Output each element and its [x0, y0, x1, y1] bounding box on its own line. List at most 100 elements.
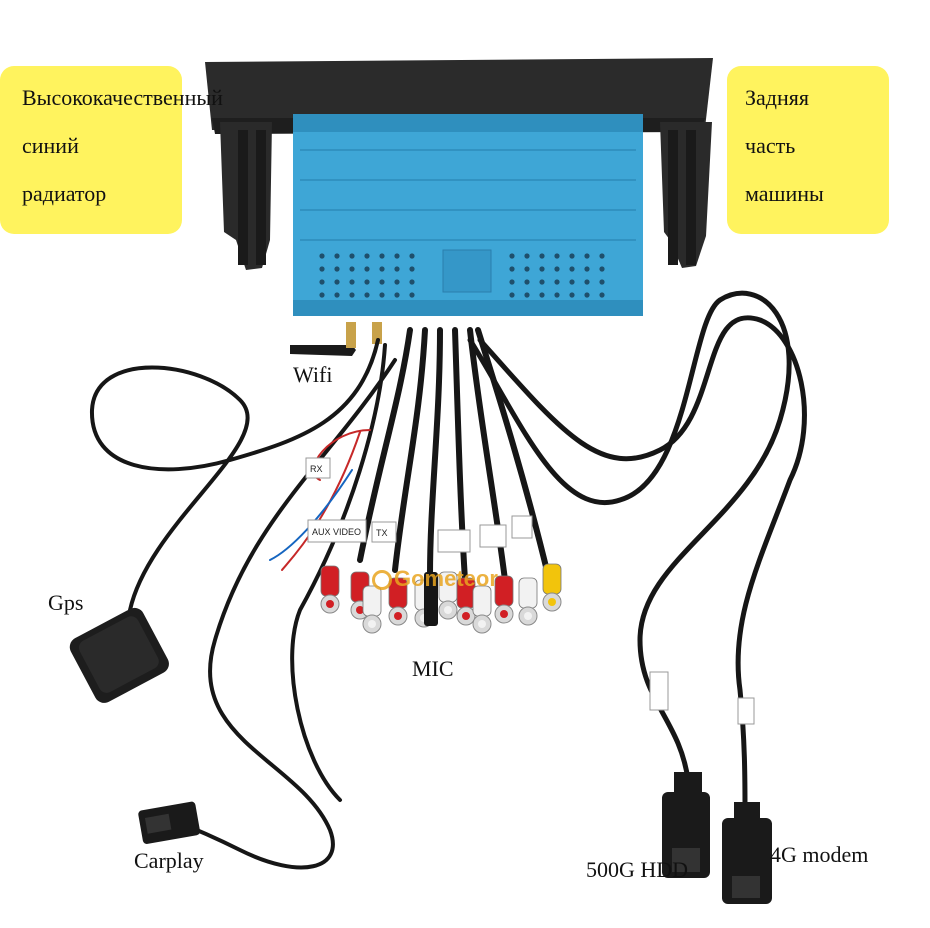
- vent-hole: [569, 292, 575, 298]
- mic-plug: [424, 572, 438, 626]
- vent-hole: [584, 292, 590, 298]
- tag-tx: TX: [376, 528, 388, 538]
- vent-hole: [569, 253, 575, 259]
- vent-hole: [349, 253, 355, 259]
- vent-hole: [539, 292, 545, 298]
- rca-plug-socket: [478, 620, 486, 628]
- vent-hole: [394, 292, 400, 298]
- vent-hole: [569, 266, 575, 272]
- wifi-antenna: [290, 322, 382, 356]
- vent-hole: [364, 279, 370, 285]
- rca-plug-socket: [462, 612, 470, 620]
- modem-label: 4G modem: [770, 842, 869, 867]
- vent-hole: [539, 279, 545, 285]
- rca-plug-socket: [356, 606, 364, 614]
- cable-bundle: [89, 290, 807, 870]
- hdd-label: 500G HDD: [586, 857, 689, 882]
- rca-plug-body: [518, 577, 538, 609]
- vent-hole: [599, 279, 605, 285]
- vent-hole: [409, 266, 415, 272]
- tag-aux: AUX VIDEO: [312, 527, 361, 537]
- vent-hole: [349, 279, 355, 285]
- vent-hole: [539, 266, 545, 272]
- rca-plug-socket: [524, 612, 532, 620]
- hdd-usb-connector: [662, 772, 710, 878]
- vent-hole: [379, 279, 385, 285]
- vent-hole: [599, 292, 605, 298]
- rear-callout-line-3: машины: [745, 181, 824, 206]
- vent-hole: [334, 266, 340, 272]
- vent-hole: [509, 266, 515, 272]
- vent-hole: [409, 279, 415, 285]
- vent-hole: [319, 279, 325, 285]
- vent-hole: [319, 253, 325, 259]
- vent-hole: [364, 266, 370, 272]
- vent-hole: [409, 253, 415, 259]
- gps-antenna: [69, 607, 169, 703]
- tag-rx: RX: [310, 464, 323, 474]
- vent-hole: [584, 253, 590, 259]
- blue-heatsink: [293, 114, 643, 316]
- wire-tags: RX TX AUX VIDEO: [305, 457, 755, 725]
- vent-hole: [334, 292, 340, 298]
- vent-hole: [349, 266, 355, 272]
- vent-hole: [554, 253, 560, 259]
- vent-hole: [334, 253, 340, 259]
- vent-hole: [379, 253, 385, 259]
- vent-hole: [599, 253, 605, 259]
- watermark: Gometeor: [372, 566, 498, 592]
- vent-hole: [319, 292, 325, 298]
- vent-hole: [509, 292, 515, 298]
- vent-hole: [524, 292, 530, 298]
- vent-hole: [394, 279, 400, 285]
- vent-hole: [554, 292, 560, 298]
- rca-plug-socket: [548, 598, 556, 606]
- rear-callout: Задняя часть машины: [727, 66, 889, 234]
- vent-hole: [554, 266, 560, 272]
- gps-label: Gps: [48, 590, 84, 615]
- modem-usb-connector: [722, 802, 772, 904]
- heatsink-callout-line-3: радиатор: [22, 181, 107, 206]
- vent-hole: [409, 292, 415, 298]
- vent-hole: [524, 266, 530, 272]
- vent-hole: [584, 279, 590, 285]
- heatsink-callout-line-2: синий: [22, 133, 79, 158]
- vent-hole: [524, 253, 530, 259]
- mic-label: MIC: [412, 656, 454, 681]
- vent-hole: [379, 266, 385, 272]
- vent-hole: [319, 266, 325, 272]
- vent-hole: [379, 292, 385, 298]
- vent-hole: [394, 253, 400, 259]
- rca-plug-socket: [500, 610, 508, 618]
- heatsink-callout: Высококачественный синий радиатор: [0, 66, 223, 234]
- vent-hole: [524, 279, 530, 285]
- vent-hole: [364, 253, 370, 259]
- rca-plug-socket: [444, 606, 452, 614]
- vent-hole: [364, 292, 370, 298]
- vent-hole: [334, 279, 340, 285]
- heatsink-callout-line-1: Высококачественный: [22, 85, 223, 110]
- vent-hole: [349, 292, 355, 298]
- vent-hole: [569, 279, 575, 285]
- rca-plug-socket: [326, 600, 334, 608]
- vent-hole: [509, 279, 515, 285]
- vent-hole: [539, 253, 545, 259]
- rca-connectors: [320, 563, 562, 634]
- vent-hole: [599, 266, 605, 272]
- watermark-text: Gometeor: [394, 566, 498, 591]
- rca-plug-body: [320, 565, 340, 597]
- vent-hole: [584, 266, 590, 272]
- rca-plug-socket: [368, 620, 376, 628]
- vent-hole: [554, 279, 560, 285]
- rca-plug-body: [542, 563, 562, 595]
- rear-callout-line-2: часть: [745, 133, 796, 158]
- rca-plug-socket: [394, 612, 402, 620]
- vent-hole: [394, 266, 400, 272]
- gometeor-logo-icon: [372, 570, 392, 590]
- wifi-label: Wifi: [293, 362, 333, 387]
- vent-hole: [509, 253, 515, 259]
- rear-callout-line-1: Задняя: [745, 85, 809, 110]
- carplay-usb-connector: [138, 801, 201, 844]
